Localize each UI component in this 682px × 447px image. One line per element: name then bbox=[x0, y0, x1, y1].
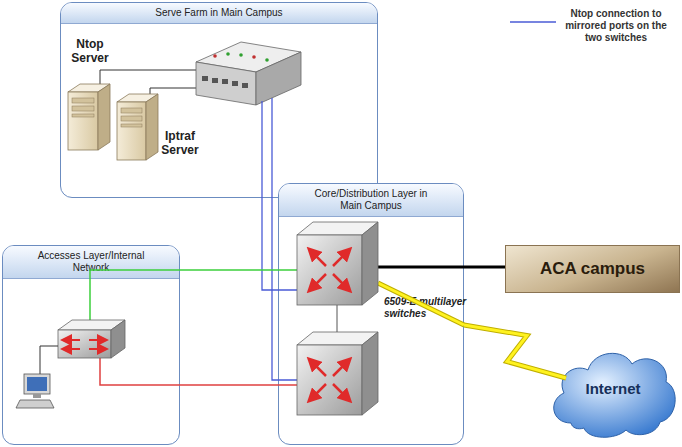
group-box: Accesses Layer/Internal Network bbox=[2, 245, 180, 445]
wireless-link bbox=[378, 283, 464, 325]
wireless-link bbox=[464, 325, 566, 378]
server-label: Iptraf Server bbox=[157, 129, 203, 157]
multilayer-switch bbox=[297, 222, 378, 305]
server-wire bbox=[150, 88, 198, 102]
trunk-wire bbox=[337, 305, 338, 332]
uplink-wire bbox=[90, 270, 297, 320]
server-tower bbox=[68, 84, 110, 150]
site-box: ACA campus bbox=[505, 245, 680, 293]
server-wire bbox=[100, 70, 198, 92]
wireless-link bbox=[464, 325, 566, 378]
hub-switch bbox=[196, 42, 301, 105]
group-box: Serve Farm in Main CampusNtop ServerIptr… bbox=[60, 2, 378, 198]
wan-link bbox=[378, 266, 464, 269]
device-label: 6509-E multilayer switches bbox=[384, 296, 472, 320]
wan-link bbox=[464, 266, 505, 269]
mirror-link bbox=[272, 98, 297, 380]
server-label: Ntop Server bbox=[65, 37, 115, 65]
group-box: Core/Distribution Layer in Main Campus bbox=[278, 183, 464, 445]
server-node: Iptraf Server bbox=[115, 96, 207, 164]
group-heading: Serve Farm in Main Campus bbox=[61, 3, 377, 24]
cloud-label: Internet bbox=[546, 380, 680, 397]
wireless-link bbox=[378, 283, 464, 325]
access-switch bbox=[58, 320, 125, 358]
wireless-link bbox=[464, 325, 566, 378]
legend-text: Ntop connection to mirrored ports on the… bbox=[558, 8, 674, 44]
uplink-wire bbox=[100, 357, 297, 385]
site-label: ACA campus bbox=[540, 259, 645, 279]
server-tower bbox=[117, 94, 158, 160]
pc-wire bbox=[40, 346, 58, 374]
cloud-shape: Internet bbox=[546, 338, 680, 442]
multilayer-switch bbox=[297, 332, 378, 415]
legend-line-sample bbox=[510, 21, 556, 22]
workstation bbox=[16, 374, 54, 408]
wan-link bbox=[464, 267, 505, 268]
server-node: Ntop Server bbox=[65, 37, 115, 153]
mirror-link bbox=[262, 101, 297, 290]
group-heading: Accesses Layer/Internal Network bbox=[3, 246, 179, 279]
group-heading: Core/Distribution Layer in Main Campus bbox=[279, 184, 463, 217]
